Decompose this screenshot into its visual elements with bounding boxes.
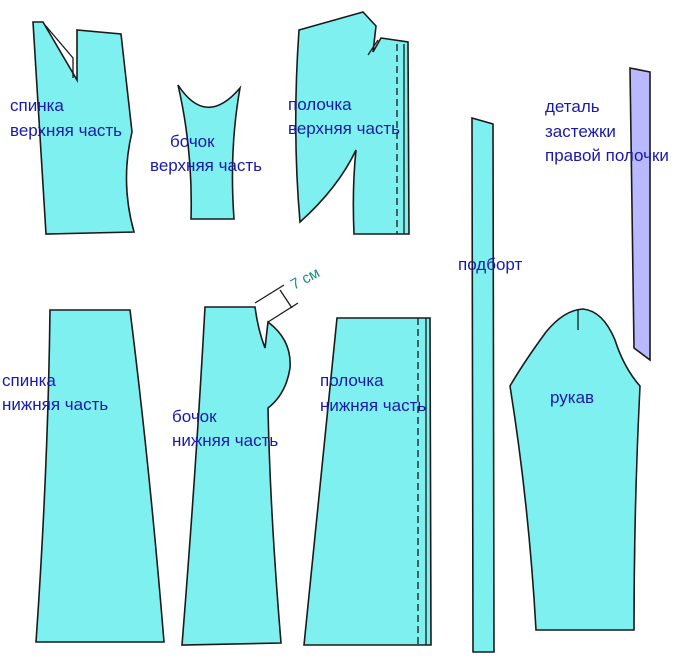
side-upper-label-line1: бочок [170, 132, 215, 151]
facing-label: подборт [458, 255, 522, 274]
facing-piece [471, 116, 495, 653]
back-upper-label-line1: спинка [10, 96, 64, 115]
sleeve-label: рукав [550, 388, 594, 407]
dimension-label: 7 см [288, 264, 323, 293]
back-upper-piece [32, 21, 136, 235]
sleeve-piece [509, 308, 641, 631]
front-lower-label: полочка нижняя часть [320, 371, 426, 415]
placket-label: деталь застежки правой полочки [545, 97, 669, 165]
side-upper-label: бочок верхняя часть [150, 132, 262, 175]
back-upper-label-line2: верхняя часть [10, 121, 122, 140]
placket-piece [629, 67, 651, 362]
side-upper-piece [177, 84, 242, 220]
side-lower-label-line2: нижняя часть [172, 431, 278, 450]
placket-label-line2: застежки [545, 122, 616, 141]
back-lower-label-line1: спинка [2, 371, 56, 390]
side-lower-piece [181, 306, 291, 646]
front-lower-label-line2: нижняя часть [320, 396, 426, 415]
front-upper-label-line1: полочка [288, 95, 352, 114]
side-lower-label: бочок нижняя часть [172, 407, 278, 450]
side-lower-label-line1: бочок [172, 407, 217, 426]
back-lower-label-line2: нижняя часть [2, 395, 108, 414]
placket-label-line3: правой полочки [545, 146, 669, 165]
back-lower-piece [35, 309, 165, 643]
placket-label-line1: деталь [545, 97, 600, 116]
front-lower-label-line1: полочка [320, 371, 384, 390]
side-upper-label-line2: верхняя часть [150, 156, 262, 175]
dimension-marker [254, 284, 299, 323]
back-upper-label: спинка верхняя часть [10, 96, 122, 140]
front-upper-label-line2: верхняя часть [288, 119, 400, 138]
front-lower-piece [303, 317, 432, 646]
back-lower-label: спинка нижняя часть [2, 371, 108, 414]
front-upper-label: полочка верхняя часть [288, 95, 400, 138]
front-upper-piece [294, 11, 410, 235]
